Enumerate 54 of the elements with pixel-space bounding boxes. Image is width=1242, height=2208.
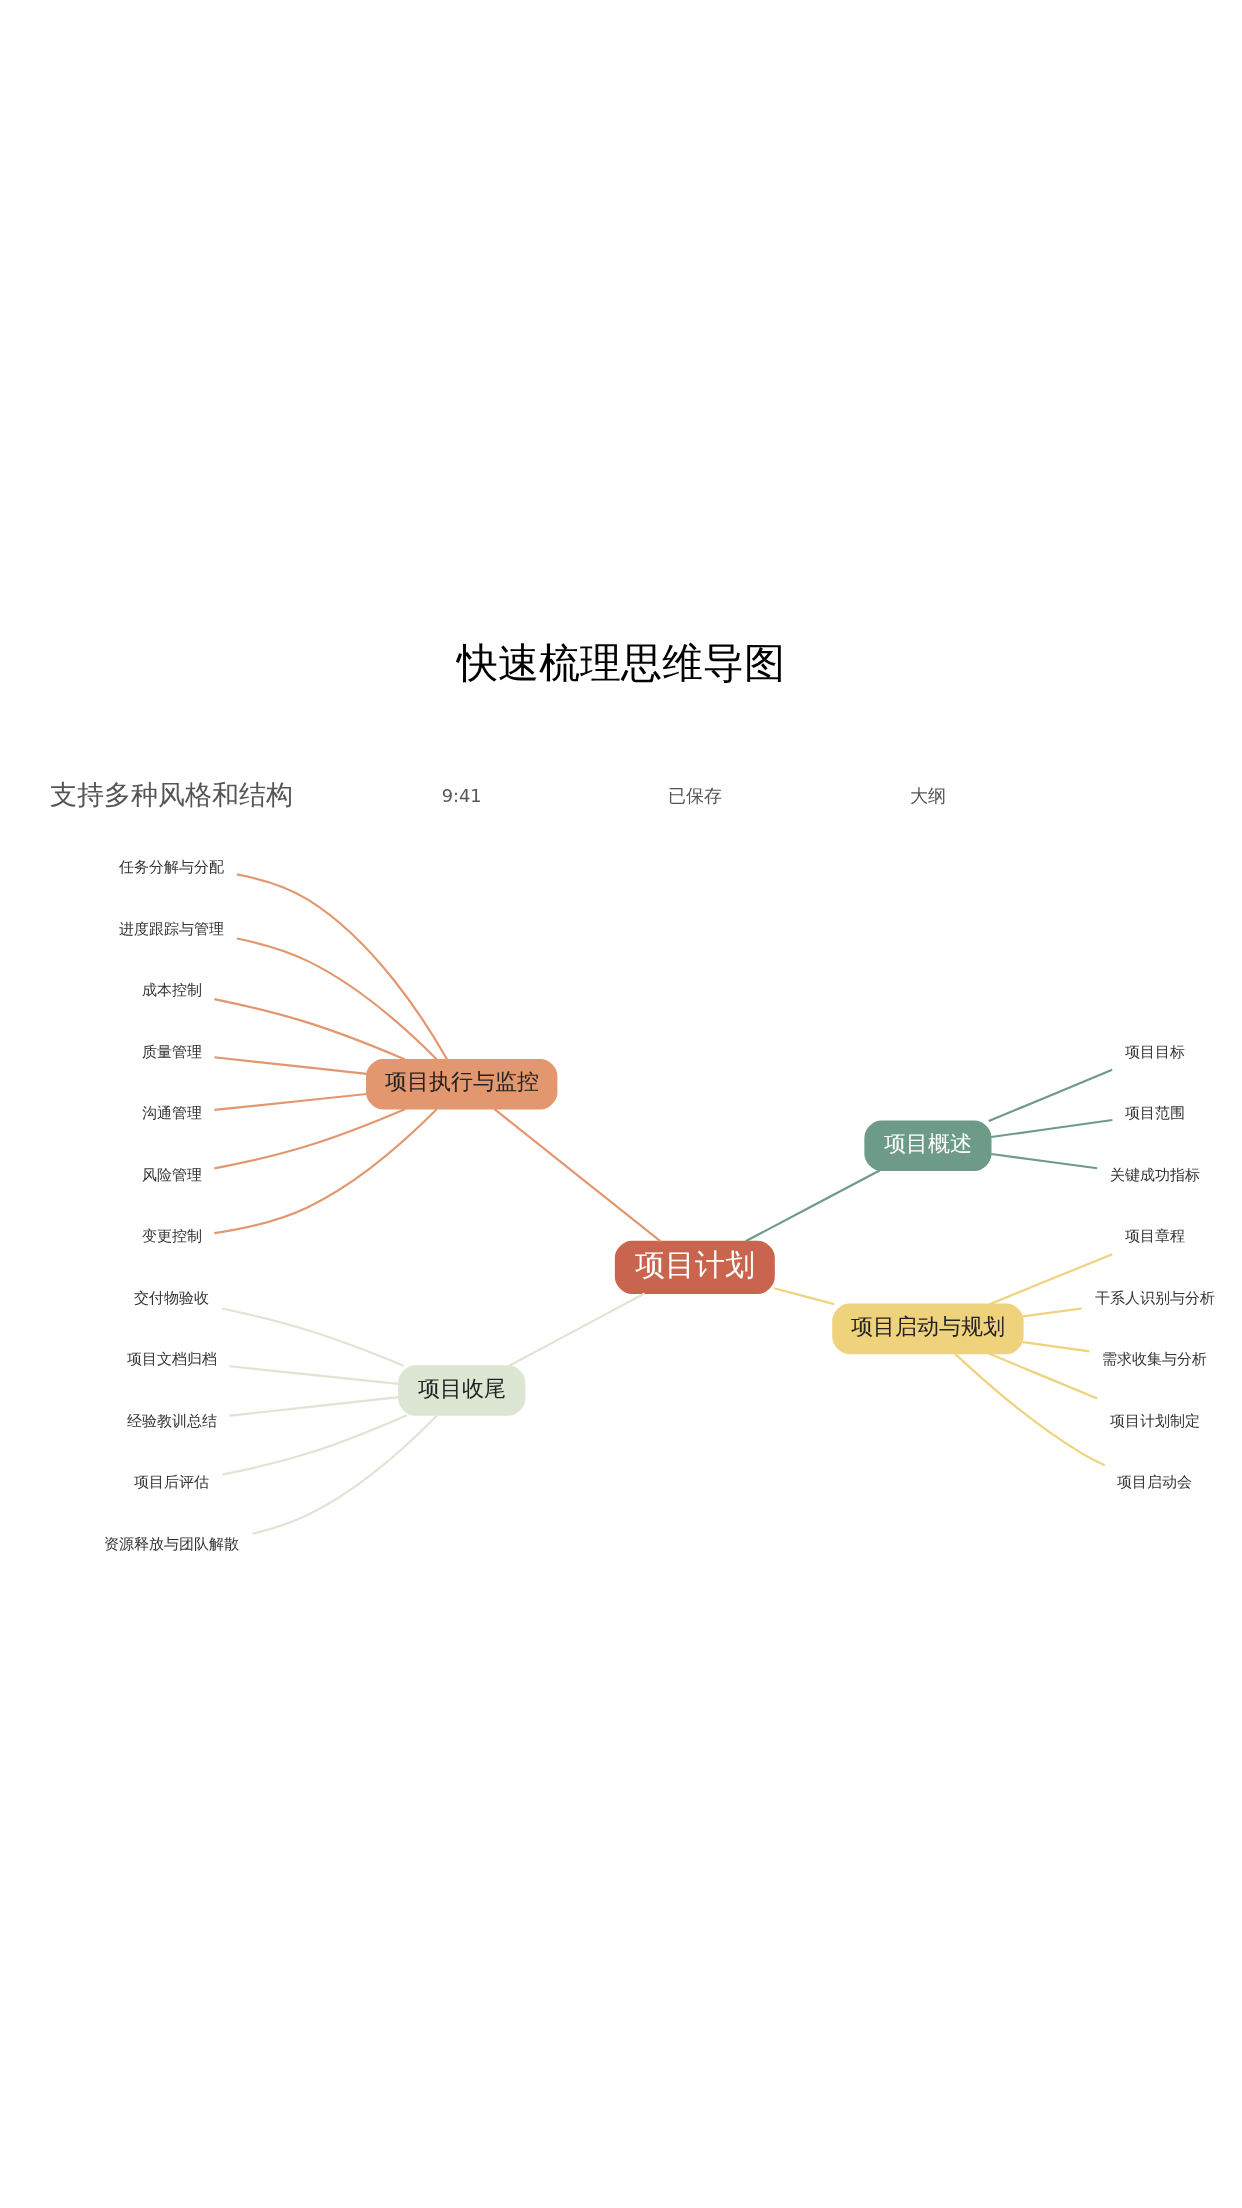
node-text: 项目章程 bbox=[1124, 1227, 1185, 1246]
node-text: 需求收集与分析 bbox=[1102, 1350, 1208, 1369]
connector bbox=[745, 1169, 881, 1243]
node-text: 项目目标 bbox=[1124, 1042, 1185, 1061]
connector bbox=[988, 1068, 1113, 1123]
label: 9:41 bbox=[441, 785, 482, 806]
label: 已保存 bbox=[667, 785, 722, 806]
node-text: 质量管理 bbox=[141, 1042, 202, 1061]
connector bbox=[1022, 1340, 1090, 1353]
connector bbox=[954, 1353, 1106, 1467]
node-text: 成本控制 bbox=[141, 981, 202, 1000]
connector bbox=[229, 1396, 399, 1417]
node-text: 交付物验收 bbox=[134, 1288, 210, 1307]
connector bbox=[229, 1365, 399, 1386]
node-box: 项目启动与规划 bbox=[832, 1303, 1024, 1355]
connector bbox=[214, 1107, 406, 1170]
node-text: 项目后评估 bbox=[134, 1473, 210, 1492]
connector bbox=[509, 1292, 646, 1367]
connector bbox=[214, 998, 406, 1061]
connector bbox=[214, 1092, 367, 1112]
node-text: 资源释放与团队解散 bbox=[104, 1534, 240, 1553]
node-text: 关键成功指标 bbox=[1109, 1165, 1200, 1184]
diagram-title: 快速梳理思维导图 bbox=[457, 638, 785, 687]
connector bbox=[236, 873, 449, 1060]
node-text: 进度跟踪与管理 bbox=[119, 919, 225, 938]
node-text: 变更控制 bbox=[141, 1227, 202, 1246]
connector bbox=[252, 1414, 438, 1535]
node-box: 项目收尾 bbox=[398, 1365, 526, 1416]
connector bbox=[222, 1307, 404, 1367]
node-text: 经验教训总结 bbox=[126, 1411, 217, 1430]
connector bbox=[236, 937, 438, 1061]
connector bbox=[222, 1414, 408, 1476]
label: 支持多种风格和结构 bbox=[50, 778, 294, 810]
node-box: 项目计划 bbox=[614, 1240, 775, 1295]
node-text: 风险管理 bbox=[141, 1165, 202, 1184]
node-text: 项目启动会 bbox=[1117, 1473, 1193, 1492]
connector bbox=[989, 1253, 1113, 1306]
connector bbox=[214, 1108, 438, 1235]
node-text: 沟通管理 bbox=[141, 1104, 202, 1123]
node-box: 项目执行与监控 bbox=[366, 1058, 558, 1110]
node-text: 项目文档归档 bbox=[126, 1350, 217, 1369]
connector bbox=[991, 1152, 1098, 1170]
label: 大纲 bbox=[909, 785, 946, 806]
connector bbox=[1022, 1307, 1082, 1318]
node-box: 项目概述 bbox=[864, 1120, 992, 1171]
node-text: 任务分解与分配 bbox=[119, 857, 225, 876]
connector bbox=[214, 1056, 367, 1075]
connector bbox=[991, 1118, 1113, 1139]
node-text: 干系人识别与分析 bbox=[1094, 1288, 1215, 1307]
node-text: 项目范围 bbox=[1124, 1104, 1185, 1123]
connector bbox=[493, 1108, 662, 1243]
connector bbox=[988, 1352, 1098, 1400]
node-text: 项目计划制定 bbox=[1109, 1411, 1200, 1430]
connector bbox=[773, 1287, 835, 1306]
